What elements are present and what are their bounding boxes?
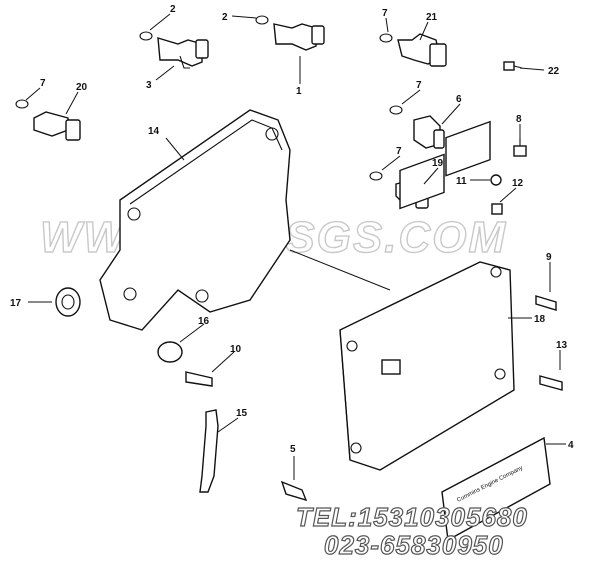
callout-14: 14 (148, 126, 160, 137)
sensor-1 (255, 15, 325, 51)
callout-15: 15 (236, 408, 248, 419)
callout-20: 20 (76, 82, 88, 93)
bolt-13 (539, 375, 563, 391)
sensor-3 (139, 31, 209, 69)
callout-6: 6 (456, 94, 462, 105)
bolt-22 (503, 61, 523, 71)
callout-3: 3 (146, 80, 152, 91)
callout-1: 1 (296, 86, 302, 97)
label-plate-4: Cummins Engine Company (441, 436, 551, 542)
bolt-5 (280, 480, 308, 502)
sensor-20 (15, 99, 81, 141)
callout-7: 7 (416, 80, 422, 91)
mounting-plate-14 (99, 109, 391, 331)
bolt-9 (535, 295, 557, 311)
callout-21: 21 (426, 12, 438, 23)
callout-7: 7 (382, 8, 388, 19)
bolt-12 (491, 203, 503, 215)
contact-phone: 023-65830950 (324, 530, 504, 560)
sensor-21 (379, 33, 447, 67)
contact-tel: TEL:15310305680 (296, 502, 528, 532)
sensor-6 (389, 105, 445, 149)
callout-labels: 2 2 3 1 7 21 22 7 20 7 6 8 7 19 11 12 14… (10, 4, 574, 455)
callout-11: 11 (456, 176, 467, 187)
nut-11 (490, 174, 502, 186)
callout-13: 13 (556, 340, 568, 351)
leader-lines (25, 13, 566, 480)
callout-19: 19 (432, 158, 444, 169)
callout-2: 2 (222, 12, 228, 23)
bolt-8 (513, 138, 527, 157)
callout-18: 18 (534, 314, 546, 325)
callout-8: 8 (516, 114, 522, 125)
ecm-module-18 (339, 120, 515, 471)
spacer-16 (157, 341, 183, 363)
callout-7: 7 (396, 146, 402, 157)
callout-5: 5 (290, 444, 296, 455)
callout-4: 4 (568, 440, 574, 451)
callout-16: 16 (198, 316, 210, 327)
callout-2: 2 (170, 4, 176, 15)
callout-22: 22 (548, 66, 560, 77)
callout-10: 10 (230, 344, 242, 355)
ground-strap-15 (199, 409, 219, 493)
callout-12: 12 (512, 178, 524, 189)
spacer-17 (55, 287, 81, 317)
callout-7: 7 (40, 78, 46, 89)
callout-9: 9 (546, 252, 552, 263)
bolt-10 (185, 371, 213, 387)
callout-17: 17 (10, 298, 22, 309)
